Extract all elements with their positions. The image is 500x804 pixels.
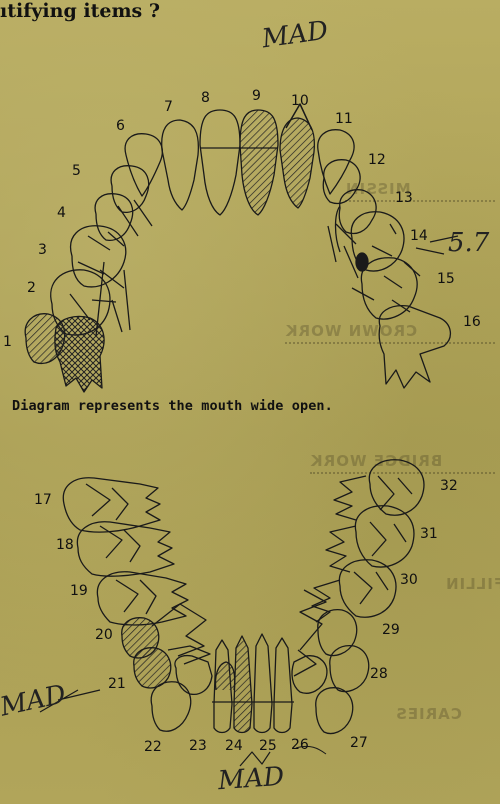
tooth-label-29: 29	[382, 622, 400, 638]
tooth-label-7: 7	[164, 99, 173, 115]
handwritten-note: 5.7	[448, 228, 489, 258]
tooth-label-22: 22	[144, 739, 162, 755]
tooth-label-12: 12	[368, 152, 386, 168]
tooth-label-31: 31	[420, 526, 438, 542]
tooth-label-10: 10	[291, 93, 309, 109]
tooth-label-23: 23	[189, 738, 207, 754]
tooth-label-20: 20	[95, 627, 113, 643]
tooth-label-16: 16	[463, 314, 481, 330]
tooth-label-5: 5	[72, 163, 81, 179]
tooth-label-21: 21	[108, 676, 126, 692]
tooth-6	[125, 134, 162, 196]
tooth-25	[254, 634, 272, 733]
tooth-label-4: 4	[57, 205, 66, 221]
tooth-26	[274, 638, 292, 733]
tooth-10	[280, 118, 314, 208]
tooth-17	[63, 478, 160, 532]
tooth-label-1: 1	[3, 334, 12, 350]
tooth-label-15: 15	[437, 271, 455, 287]
diagram-caption: Diagram represents the mouth wide open.	[12, 398, 333, 414]
tooth-9	[240, 110, 278, 215]
tooth-27	[316, 688, 353, 734]
tooth-label-19: 19	[70, 583, 88, 599]
tooth-31	[355, 506, 414, 567]
tooth-label-18: 18	[56, 537, 74, 553]
tooth-label-2: 2	[27, 280, 36, 296]
tooth-label-17: 17	[34, 492, 52, 508]
tooth-label-25: 25	[259, 738, 277, 754]
tooth-label-27: 27	[350, 735, 368, 751]
tooth-label-14: 14	[410, 228, 428, 244]
tooth-label-8: 8	[201, 90, 210, 106]
tooth-label-32: 32	[440, 478, 458, 494]
tooth-label-28: 28	[370, 666, 388, 682]
tooth-label-24: 24	[225, 738, 243, 754]
tooth-22	[151, 682, 190, 731]
tooth-label-9: 9	[252, 88, 261, 104]
tooth-label-13: 13	[395, 190, 413, 206]
tooth-label-3: 3	[38, 242, 47, 258]
tooth-5	[111, 166, 149, 213]
tooth-3	[71, 226, 126, 287]
tooth-24	[234, 636, 252, 733]
tooth-32	[369, 460, 424, 515]
tooth-label-6: 6	[116, 118, 125, 134]
tooth-label-11: 11	[335, 111, 353, 127]
tooth-28	[330, 646, 369, 692]
tooth-label-26: 26	[291, 737, 309, 753]
tooth-label-30: 30	[400, 572, 418, 588]
tooth-8	[200, 110, 240, 215]
tooth-19	[97, 572, 188, 625]
tooth-7	[162, 120, 199, 210]
handwritten-initials-bottom: MAD	[217, 762, 285, 797]
